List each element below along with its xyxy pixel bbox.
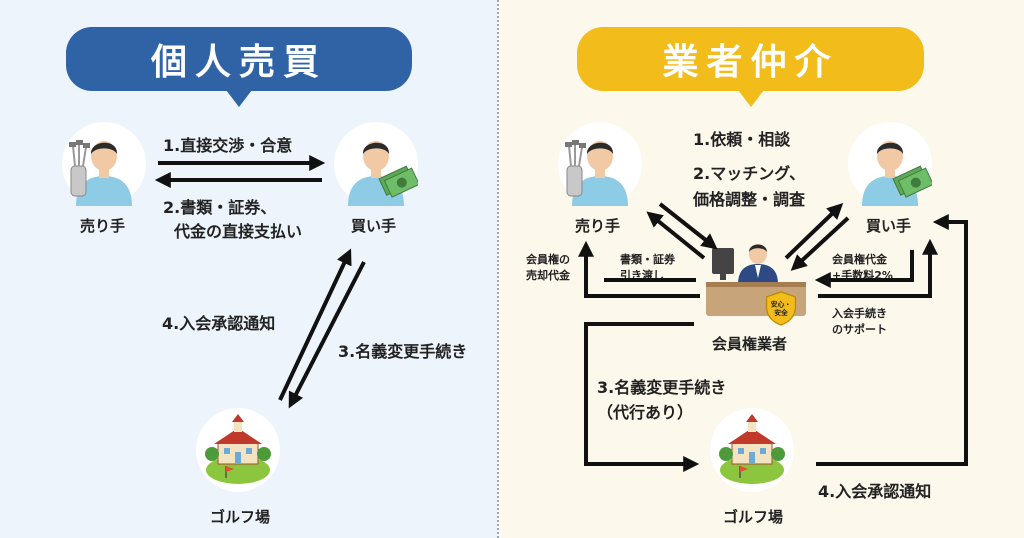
buyer-pay-line1: 会員権代金 [832, 253, 887, 266]
left-buyer-label: 買い手 [351, 217, 397, 235]
broker-desk: 安心・ 安全 [702, 238, 812, 328]
left-title: 個人売買 [150, 42, 327, 83]
left-step1: 1.直接交渉・合意 [163, 136, 293, 155]
right-buyer-label: 買い手 [866, 217, 912, 235]
right-title-banner: 業者仲介 [577, 27, 924, 91]
shield-icon: 安心・ 安全 [765, 291, 797, 326]
right-golf-avatar [710, 408, 794, 492]
golfer-person-icon [68, 139, 132, 206]
left-buyer-avatar [334, 122, 418, 206]
right-seller-label: 売り手 [575, 217, 621, 235]
left-step4: 4.入会承認通知 [162, 314, 276, 333]
clubhouse-icon [204, 413, 272, 485]
left-step2-line1: 2.書類・証券、 [163, 198, 277, 217]
right-step2-line2: 価格調整・調査 [693, 190, 806, 209]
panel-divider [497, 0, 499, 538]
person-with-money-icon [862, 141, 932, 206]
docs-line1: 書類・証券 [620, 253, 675, 266]
left-title-banner: 個人売買 [66, 27, 412, 91]
badge-text-line2: 安全 [774, 308, 788, 317]
badge-text-line1: 安心・ [771, 299, 791, 308]
right-title: 業者仲介 [662, 42, 839, 83]
right-step3-line2: （代行あり） [597, 403, 694, 422]
left-step3: 3.名義変更手続き [338, 342, 468, 361]
left-banner-tail [226, 90, 252, 107]
docs-line2: 引き渡し [620, 269, 664, 282]
right-seller-avatar [558, 122, 642, 206]
broker-label: 会員権業者 [712, 335, 788, 353]
person-with-money-icon [348, 141, 418, 206]
left-step2-line2: 代金の直接支払い [174, 222, 303, 241]
left-seller-avatar [62, 122, 146, 206]
right-banner-tail [738, 90, 764, 107]
support-line2: のサポート [832, 323, 887, 336]
buyer-pay-line2: +手数料2% [832, 269, 893, 282]
seller-proceeds-line1: 会員権の [526, 253, 570, 266]
seller-proceeds-line2: 売却代金 [526, 269, 570, 282]
left-golf-label: ゴルフ場 [210, 508, 271, 526]
right-buyer-avatar [848, 122, 932, 206]
right-step4: 4.入会承認通知 [818, 482, 932, 501]
left-golf-avatar [196, 408, 280, 492]
support-line1: 入会手続き [832, 307, 887, 320]
right-step1: 1.依頼・相談 [693, 130, 791, 149]
right-step2-line1: 2.マッチング、 [693, 164, 806, 183]
left-seller-label: 売り手 [80, 217, 126, 235]
right-step3-line1: 3.名義変更手続き [597, 378, 727, 397]
golfer-person-icon [564, 139, 628, 206]
clubhouse-icon [718, 413, 786, 485]
right-golf-label: ゴルフ場 [723, 508, 784, 526]
